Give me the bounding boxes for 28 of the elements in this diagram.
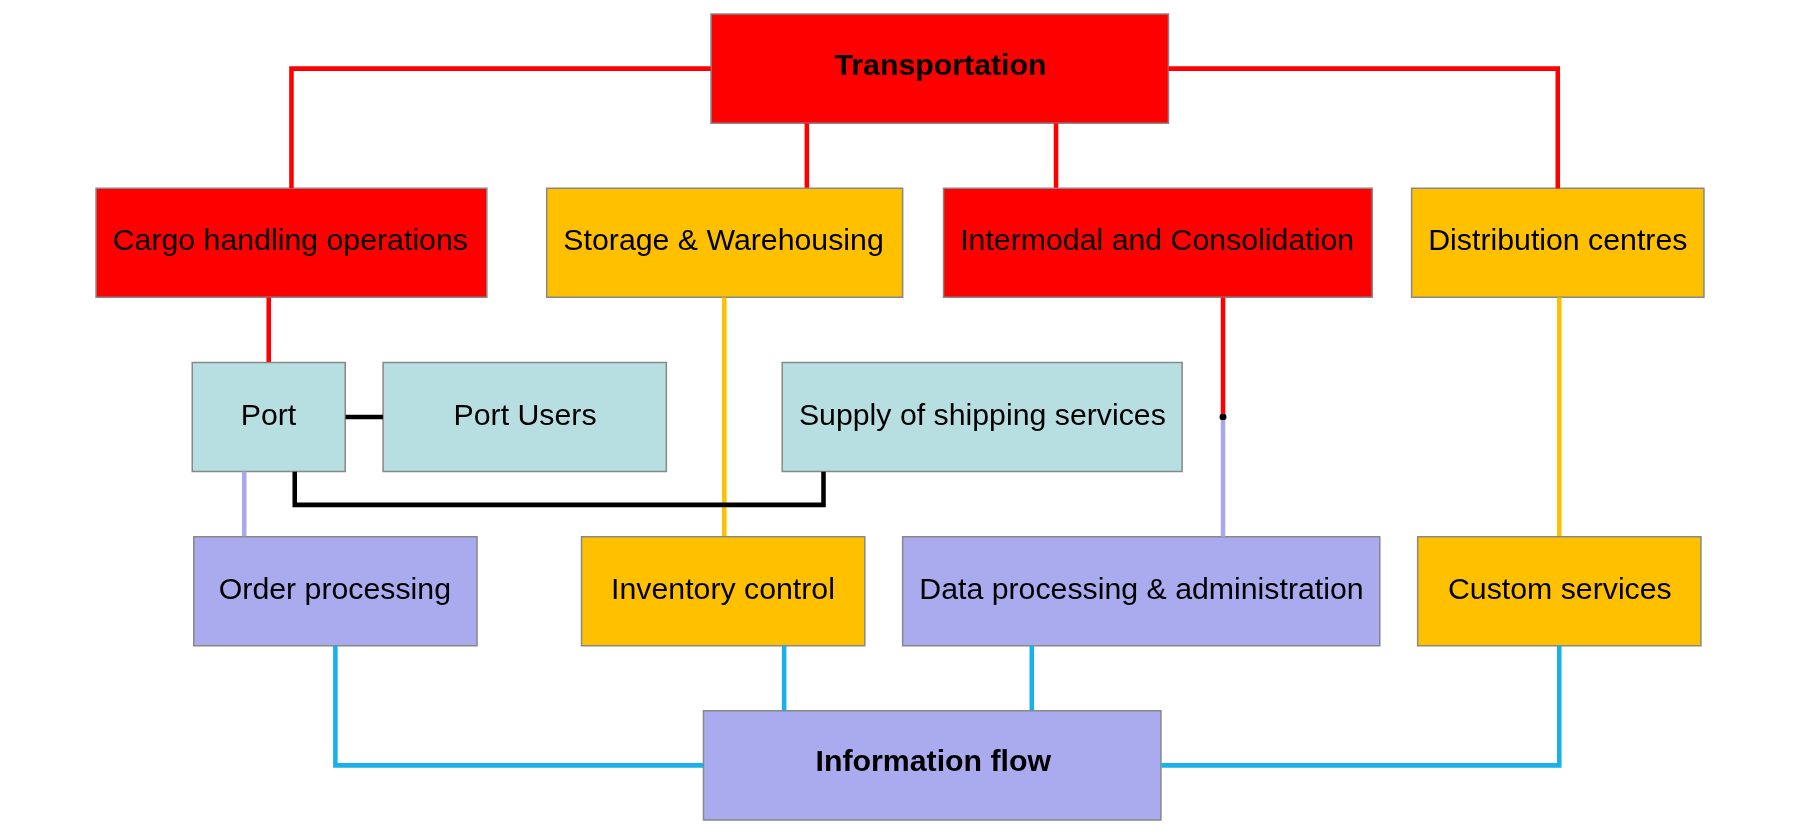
connector — [1220, 297, 1226, 414]
connector — [804, 123, 810, 188]
node-box: Supply of shipping services — [781, 361, 1183, 473]
connector — [1053, 123, 1059, 188]
connector — [333, 645, 704, 768]
node-box: Order processing — [193, 535, 478, 647]
connector — [1168, 66, 1561, 189]
node-box: Data processing & administration — [901, 535, 1381, 647]
node-box: Information flow — [702, 710, 1162, 821]
connector — [1220, 420, 1226, 537]
connector — [241, 471, 247, 537]
connector — [1029, 645, 1035, 711]
node-box: Cargo handling operations — [95, 187, 488, 299]
connector — [289, 66, 711, 189]
connector — [1161, 645, 1562, 768]
connector — [781, 645, 787, 711]
node-box: Distribution centres — [1410, 187, 1705, 299]
connector — [722, 297, 727, 537]
node-box: Port — [191, 361, 346, 473]
connector — [266, 297, 271, 362]
node-box: Transportation — [710, 13, 1170, 124]
node-box: Intermodal and Consolidation — [942, 187, 1373, 299]
node-box: Inventory control — [580, 535, 866, 647]
connector — [1557, 297, 1562, 537]
node-box: Port Users — [382, 361, 668, 473]
connector — [345, 414, 383, 420]
node-box: Storage & Warehousing — [545, 187, 904, 299]
node-box: Custom services — [1416, 535, 1702, 647]
